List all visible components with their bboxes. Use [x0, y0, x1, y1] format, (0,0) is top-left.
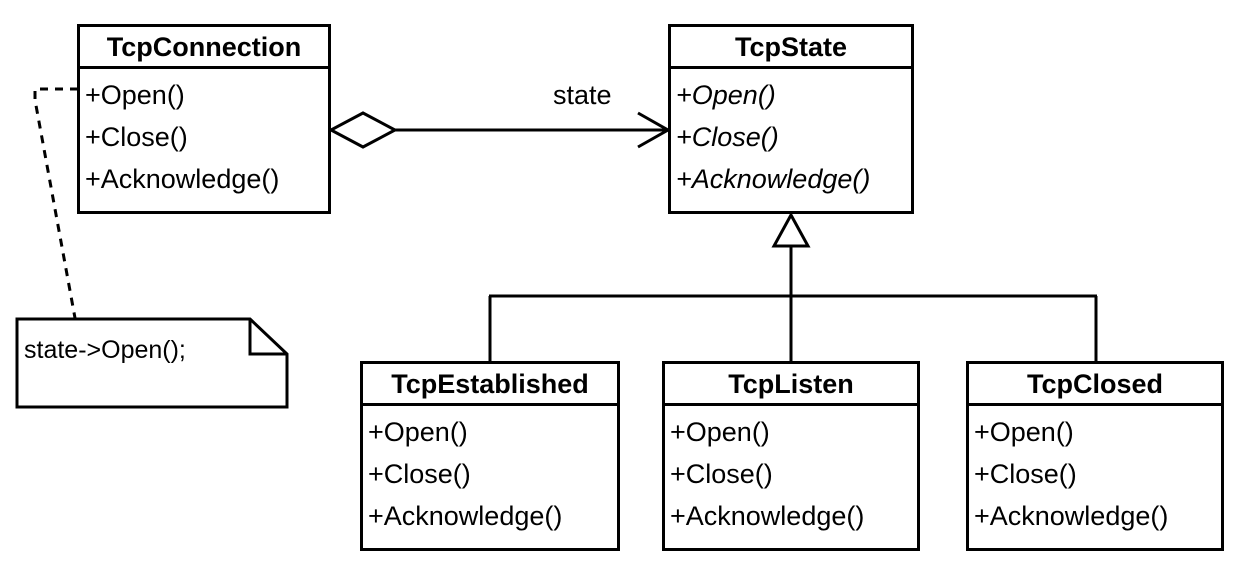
class-name: TcpState [671, 27, 911, 69]
operation: +Open() [974, 417, 1074, 447]
operation: +Open() [368, 417, 468, 447]
operation: +Acknowledge() [670, 501, 865, 531]
class-tcp-established[interactable]: TcpEstablished +Open() +Close() +Acknowl… [360, 361, 620, 551]
class-name: TcpEstablished [363, 364, 617, 406]
operation: +Close() [670, 459, 773, 489]
note-connector [33, 87, 78, 319]
operation: +Acknowledge() [85, 164, 280, 194]
note-text: state->Open(); [24, 336, 186, 364]
class-name: TcpListen [665, 364, 917, 406]
class-name: TcpClosed [969, 364, 1221, 406]
association-label: state [553, 80, 612, 110]
operations-compartment: +Open() +Close() +Acknowledge() [363, 406, 617, 537]
note-fold [248, 319, 287, 356]
operation: +Acknowledge() [368, 501, 563, 531]
class-name: TcpConnection [80, 27, 328, 69]
abstract-operation: +Acknowledge() [676, 164, 871, 194]
operations-compartment: +Open() +Close() +Acknowledge() [671, 69, 911, 200]
operation: +Close() [85, 122, 188, 152]
class-tcp-connection[interactable]: TcpConnection +Open() +Close() +Acknowle… [77, 24, 331, 214]
operations-compartment: +Open() +Close() +Acknowledge() [665, 406, 917, 537]
operation: +Close() [974, 459, 1077, 489]
class-tcp-closed[interactable]: TcpClosed +Open() +Close() +Acknowledge(… [966, 361, 1224, 551]
operations-compartment: +Open() +Close() +Acknowledge() [969, 406, 1221, 537]
abstract-operation: +Open() [676, 80, 776, 110]
class-tcp-state[interactable]: TcpState +Open() +Close() +Acknowledge() [668, 24, 914, 214]
operation: +Close() [368, 459, 471, 489]
operation: +Acknowledge() [974, 501, 1169, 531]
operation: +Open() [670, 417, 770, 447]
class-tcp-listen[interactable]: TcpListen +Open() +Close() +Acknowledge(… [662, 361, 920, 551]
operation: +Open() [85, 80, 185, 110]
aggregation-diamond [327, 111, 399, 149]
abstract-operation: +Close() [676, 122, 779, 152]
note-shape [15, 317, 289, 409]
operations-compartment: +Open() +Close() +Acknowledge() [80, 69, 328, 200]
inheritance-triangle [771, 211, 811, 248]
